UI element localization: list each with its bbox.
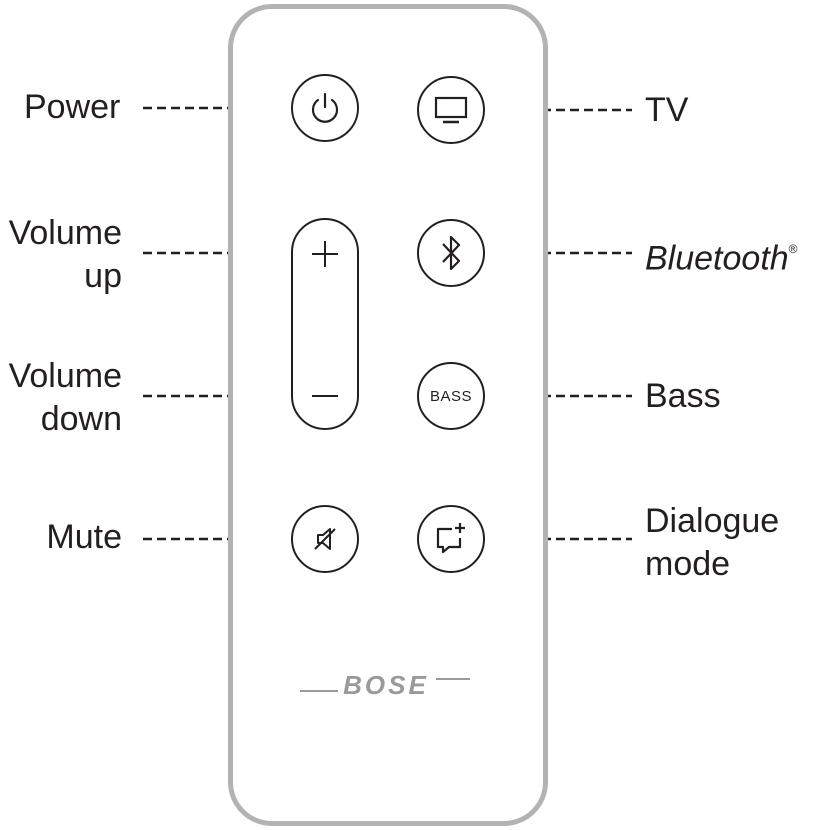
bose-logo-text: BOSE xyxy=(343,670,429,700)
label-bass: Bass xyxy=(645,377,721,415)
label-power: Power xyxy=(24,88,121,126)
label-volume-down: Volume down xyxy=(9,355,122,441)
volume-up-button[interactable] xyxy=(291,220,359,288)
label-tv: TV xyxy=(645,91,689,129)
bluetooth-button[interactable] xyxy=(417,219,485,287)
label-mute: Mute xyxy=(46,518,122,556)
power-button[interactable] xyxy=(291,74,359,142)
plus-icon xyxy=(312,241,338,267)
remote-body xyxy=(228,4,548,826)
bass-button-text: BASS xyxy=(429,387,473,405)
label-bluetooth-text: Bluetooth xyxy=(645,239,789,278)
minus-icon xyxy=(312,395,338,397)
bose-logo: BOSE xyxy=(300,670,470,700)
label-dialogue-line1: Dialogue xyxy=(645,502,780,540)
label-volume-up-line2: up xyxy=(84,257,122,295)
bluetooth-icon xyxy=(442,235,461,271)
label-dialogue-mode: Dialogue mode xyxy=(645,500,779,586)
mute-button[interactable] xyxy=(291,505,359,573)
label-volume-down-line2: down xyxy=(40,400,122,438)
tv-button[interactable] xyxy=(417,76,485,144)
label-dialogue-line2: mode xyxy=(645,545,731,583)
bass-button[interactable]: BASS xyxy=(417,362,485,430)
label-bluetooth: Bluetooth® xyxy=(645,232,798,280)
dialogue-icon xyxy=(436,523,465,554)
mute-icon xyxy=(314,528,336,550)
label-volume-up: Volume up xyxy=(9,212,122,298)
registered-mark: ® xyxy=(788,242,798,256)
power-icon xyxy=(311,92,339,123)
label-volume-up-line1: Volume xyxy=(8,214,122,252)
tv-icon xyxy=(434,96,468,124)
volume-down-button[interactable] xyxy=(291,362,359,430)
dialogue-mode-button[interactable] xyxy=(417,505,485,573)
label-volume-down-line1: Volume xyxy=(8,357,122,395)
